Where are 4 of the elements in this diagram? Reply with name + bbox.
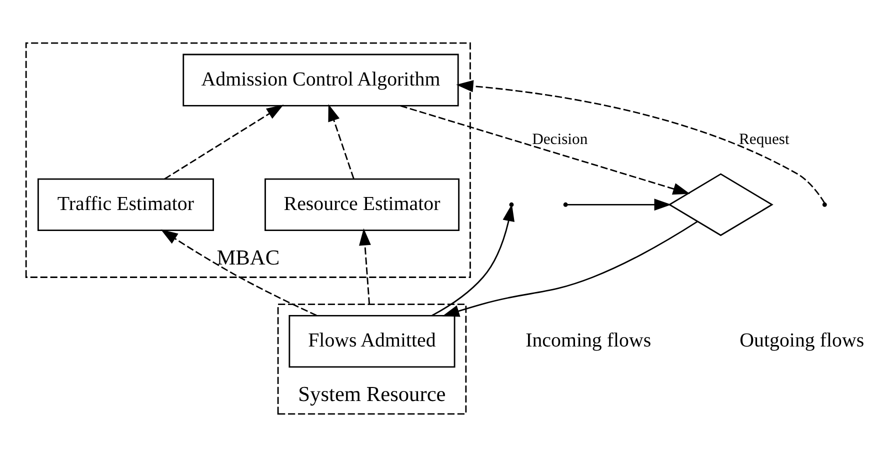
- edge-label: Decision: [532, 130, 588, 148]
- label: Incoming flows: [525, 330, 651, 352]
- edge-label: Request: [738, 130, 789, 148]
- label: Outgoing flows: [739, 330, 864, 352]
